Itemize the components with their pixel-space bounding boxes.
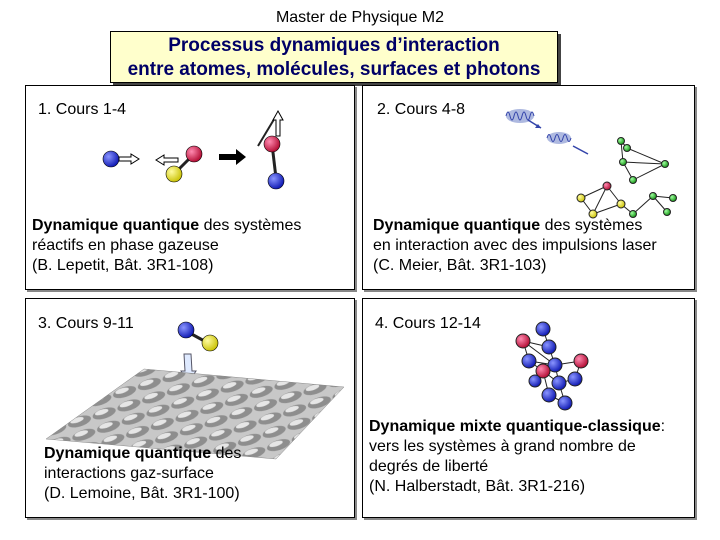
- reaction-arrow: [219, 149, 246, 165]
- panel-4: 4. Cours 12-14: [362, 298, 695, 518]
- panel-2-desc-line3: (C. Meier, Bât. 3R1-103): [373, 257, 547, 274]
- panel-3-description: Dynamique quantique des interactions gaz…: [44, 444, 354, 504]
- panel-1-desc-line3: (B. Lepetit, Bât. 3R1-108): [32, 257, 214, 274]
- red-atom: [263, 135, 281, 153]
- yellow-atom: [165, 165, 183, 183]
- panel-4-desc-line3: degrés de liberté: [369, 458, 489, 475]
- yellow-red-cluster: [576, 181, 677, 219]
- blue-atom: [267, 172, 285, 190]
- panel-1-desc-rest: des systèmes: [199, 217, 302, 234]
- panel-4-label: 4. Cours 12-14: [375, 315, 481, 332]
- atomic-cluster-illustration: [515, 321, 589, 411]
- laser-pulse-1: [505, 109, 535, 123]
- panel-4-description: Dynamique mixte quantique-classique: ver…: [369, 417, 694, 497]
- atomic-cluster: [515, 321, 589, 411]
- panel-2-desc-rest: des systèmes: [540, 217, 643, 234]
- green-molecule-cluster: [617, 137, 669, 184]
- panel-2-desc-bold: Dynamique quantique: [373, 217, 541, 234]
- panel-2-desc-line2: en interaction avec des impulsions laser: [373, 237, 657, 254]
- panel-4-desc-line4: (N. Halberstadt, Bât. 3R1-216): [369, 478, 586, 495]
- panel-1: 1. Cours 1-4 Dynamique quantique des sys…: [25, 85, 355, 290]
- panel-4-desc-rest: :: [660, 418, 666, 435]
- corrugated-surface: [45, 368, 345, 460]
- panel-1-desc-bold: Dynamique quantique: [32, 217, 200, 234]
- panel-2-label: 2. Cours 4-8: [377, 101, 466, 118]
- blue-atom: [102, 150, 120, 168]
- reaction-molecules-illustration: [102, 109, 285, 190]
- hollow-arrow-left: [155, 154, 179, 166]
- panel-1-description: Dynamique quantique des systèmes réactif…: [32, 216, 352, 276]
- hollow-arrow-right: [118, 153, 140, 165]
- panel-3-desc-line2: interactions gaz-surface: [44, 465, 214, 482]
- hollow-arrow-up: [272, 109, 284, 137]
- yellow-atom: [201, 334, 219, 352]
- panel-1-label: 1. Cours 1-4: [38, 101, 127, 118]
- title-box: Processus dynamiques d’interaction entre…: [110, 31, 558, 83]
- panel-4-desc-line2: vers les systèmes à grand nombre de: [369, 438, 636, 455]
- title-line-2: entre atomes, molécules, surfaces et pho…: [127, 59, 541, 80]
- panel-4-desc-bold: Dynamique mixte quantique-classique: [369, 418, 661, 435]
- panel-3-desc-bold: Dynamique quantique: [44, 445, 212, 462]
- blue-atom: [177, 321, 195, 339]
- panel-2-description: Dynamique quantique des systèmes en inte…: [373, 216, 693, 276]
- panel-2: 2. Cours 4-8: [362, 85, 695, 290]
- panel-3-desc-line3: (D. Lemoine, Bât. 3R1-100): [44, 485, 240, 502]
- red-atom: [185, 145, 203, 163]
- course-subtitle: Master de Physique M2: [275, 9, 445, 26]
- panel-1-desc-line2: réactifs en phase gazeuse: [32, 237, 219, 254]
- panel-3: 3. Cours 9-11 Dynamique quantique des in…: [25, 298, 355, 518]
- gas-surface-illustration: [45, 321, 345, 460]
- panel-3-desc-rest: des: [211, 445, 242, 462]
- laser-pulse-2: [546, 132, 572, 144]
- laser-pulse-illustration: [505, 109, 677, 219]
- title-line-1: Processus dynamiques d’interaction: [168, 35, 500, 56]
- panel-3-label: 3. Cours 9-11: [38, 315, 134, 332]
